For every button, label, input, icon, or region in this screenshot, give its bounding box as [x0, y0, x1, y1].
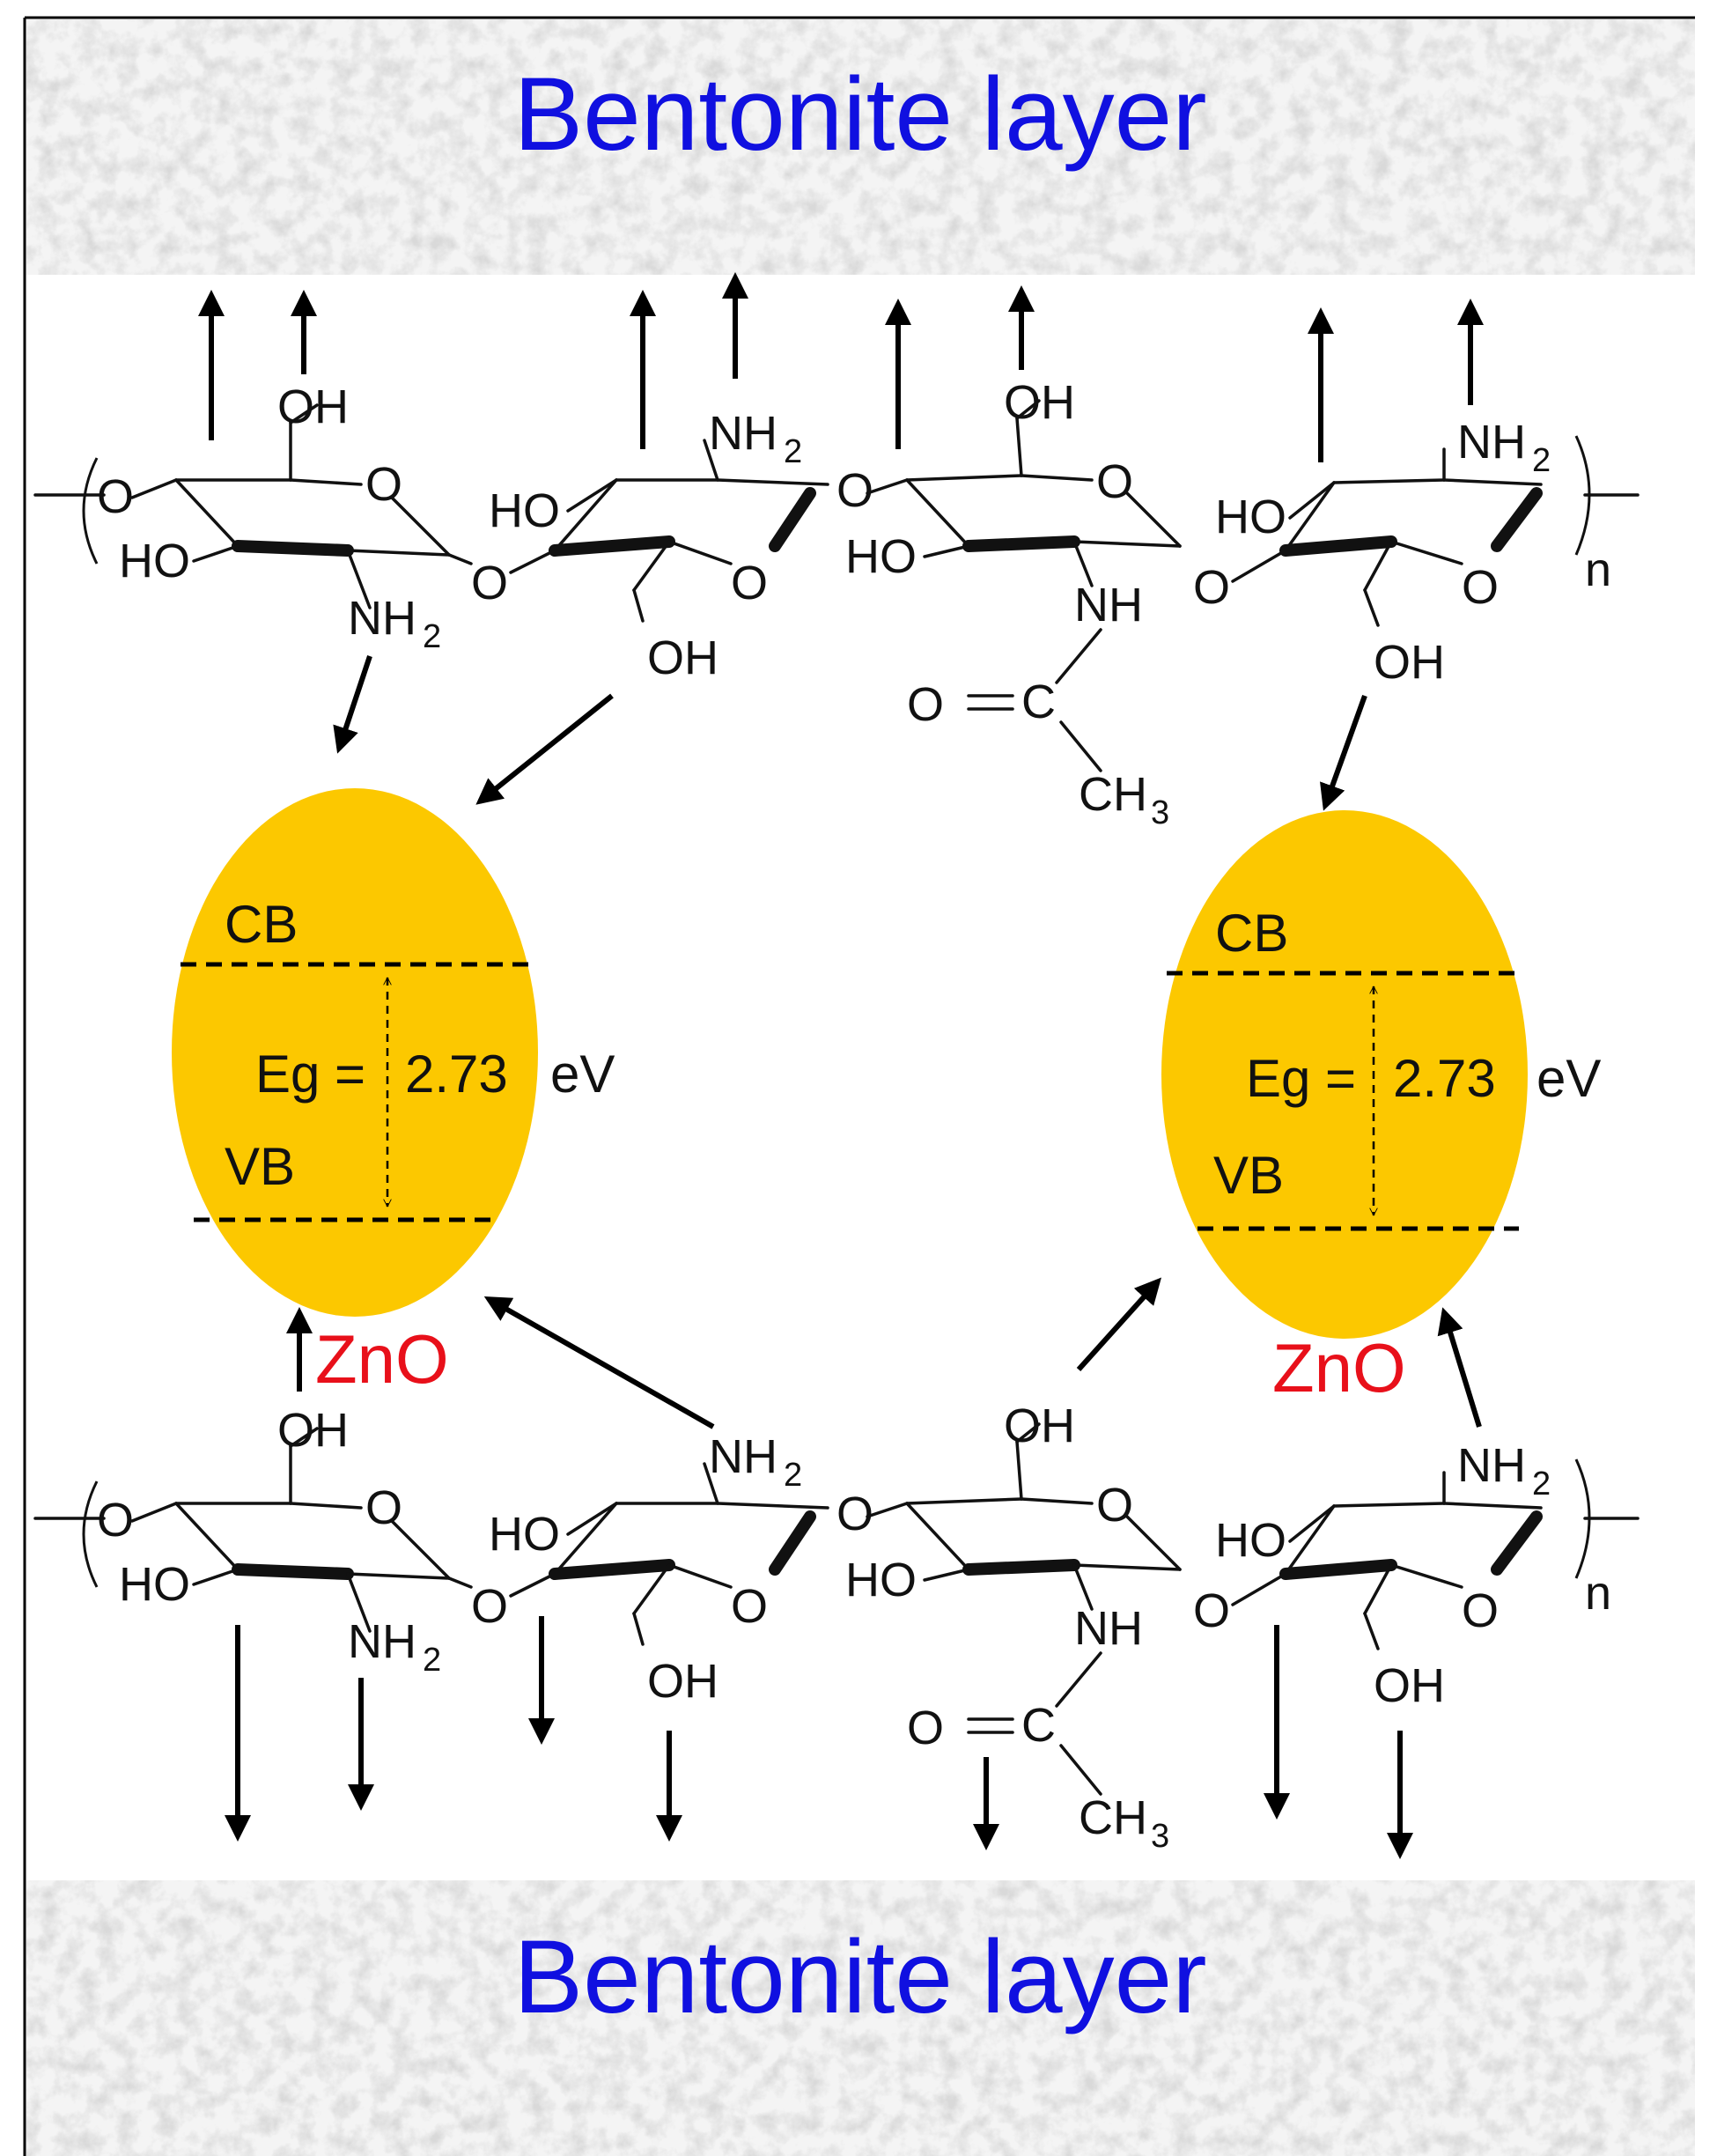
eg-label: Eg =	[1246, 1049, 1356, 1108]
bottom-layer-label: Bentonite layer	[513, 1919, 1206, 2035]
arrows-to-zno	[286, 655, 1482, 1429]
vb-label: VB	[225, 1137, 295, 1196]
zno-label: ZnO	[315, 1320, 449, 1398]
eg-unit: eV	[1536, 1049, 1601, 1108]
zno-particle-left: CB VB Eg = 2.73 eV ZnO	[172, 788, 615, 1398]
top-bentonite-layer: Bentonite layer	[26, 19, 1695, 275]
zno-particle-body	[172, 788, 538, 1317]
zno-particle-body	[1161, 810, 1528, 1339]
eg-label: Eg =	[255, 1045, 365, 1104]
eg-value: 2.73	[405, 1045, 508, 1104]
zno-label: ZnO	[1272, 1329, 1406, 1407]
cb-label: CB	[1215, 904, 1288, 963]
arrows-to-top-layer	[198, 272, 1484, 462]
eg-unit: eV	[550, 1045, 615, 1104]
bottom-bentonite-layer: Bentonite layer	[26, 1880, 1695, 2156]
zno-particle-right: CB VB Eg = 2.73 eV ZnO	[1161, 810, 1601, 1407]
arrows-to-bottom-layer	[225, 1616, 1413, 1859]
eg-value: 2.73	[1393, 1049, 1496, 1108]
cb-label: CB	[225, 895, 298, 954]
top-layer-label: Bentonite layer	[513, 56, 1206, 173]
vb-label: VB	[1213, 1146, 1284, 1205]
